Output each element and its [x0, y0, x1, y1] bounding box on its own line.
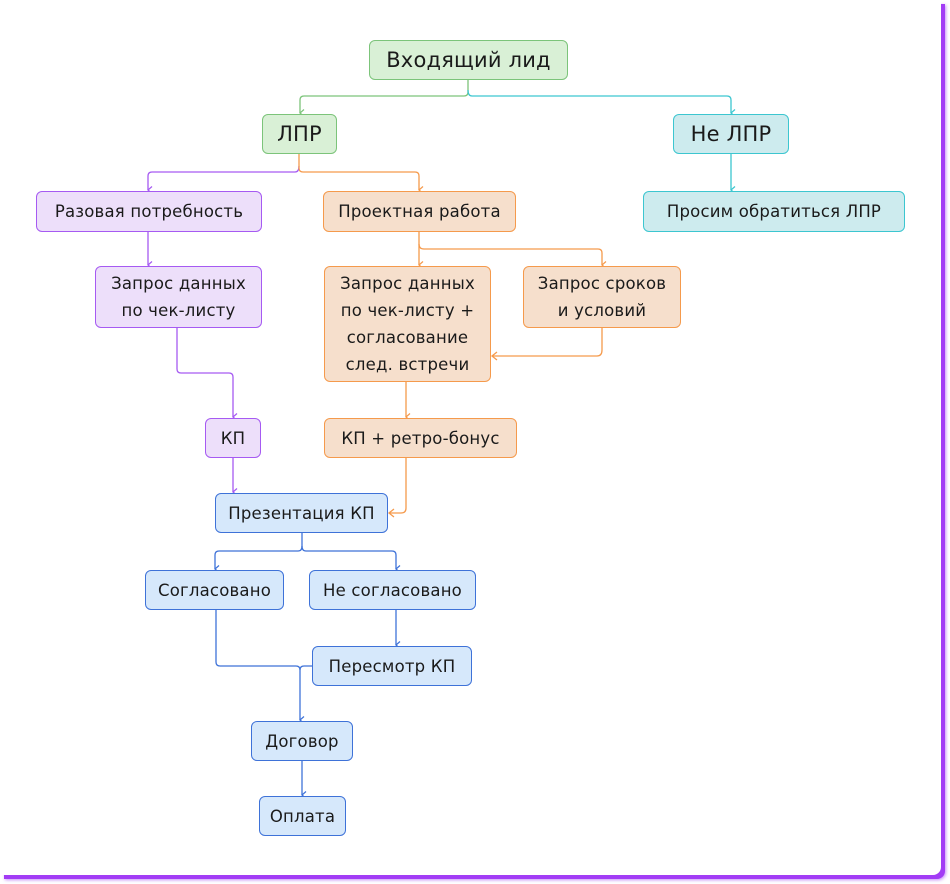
node-not-agreed[interactable]: Не согласовано: [309, 570, 476, 610]
node-agreed[interactable]: Согласовано: [145, 570, 284, 610]
node-incoming-lead[interactable]: Входящий лид: [369, 40, 568, 80]
node-terms-request[interactable]: Запрос сроков и условий: [523, 266, 681, 328]
node-kp-revision[interactable]: Пересмотр КП: [312, 646, 472, 686]
node-lpr[interactable]: ЛПР: [262, 114, 337, 154]
node-not-lpr[interactable]: Не ЛПР: [673, 114, 789, 154]
node-checklist-request-meeting[interactable]: Запрос данных по чек-листу + согласовани…: [324, 266, 491, 382]
node-ask-contact-lpr[interactable]: Просим обратиться ЛПР: [643, 191, 905, 232]
node-payment[interactable]: Оплата: [259, 796, 346, 836]
node-kp-presentation[interactable]: Презентация КП: [215, 493, 388, 533]
node-kp-retro-bonus[interactable]: КП + ретро-бонус: [324, 418, 517, 458]
node-kp[interactable]: КП: [205, 418, 261, 458]
node-contract[interactable]: Договор: [251, 721, 353, 761]
node-project-work[interactable]: Проектная работа: [323, 191, 516, 232]
node-checklist-request[interactable]: Запрос данных по чек-листу: [95, 266, 262, 328]
node-one-time-need[interactable]: Разовая потребность: [36, 191, 262, 232]
